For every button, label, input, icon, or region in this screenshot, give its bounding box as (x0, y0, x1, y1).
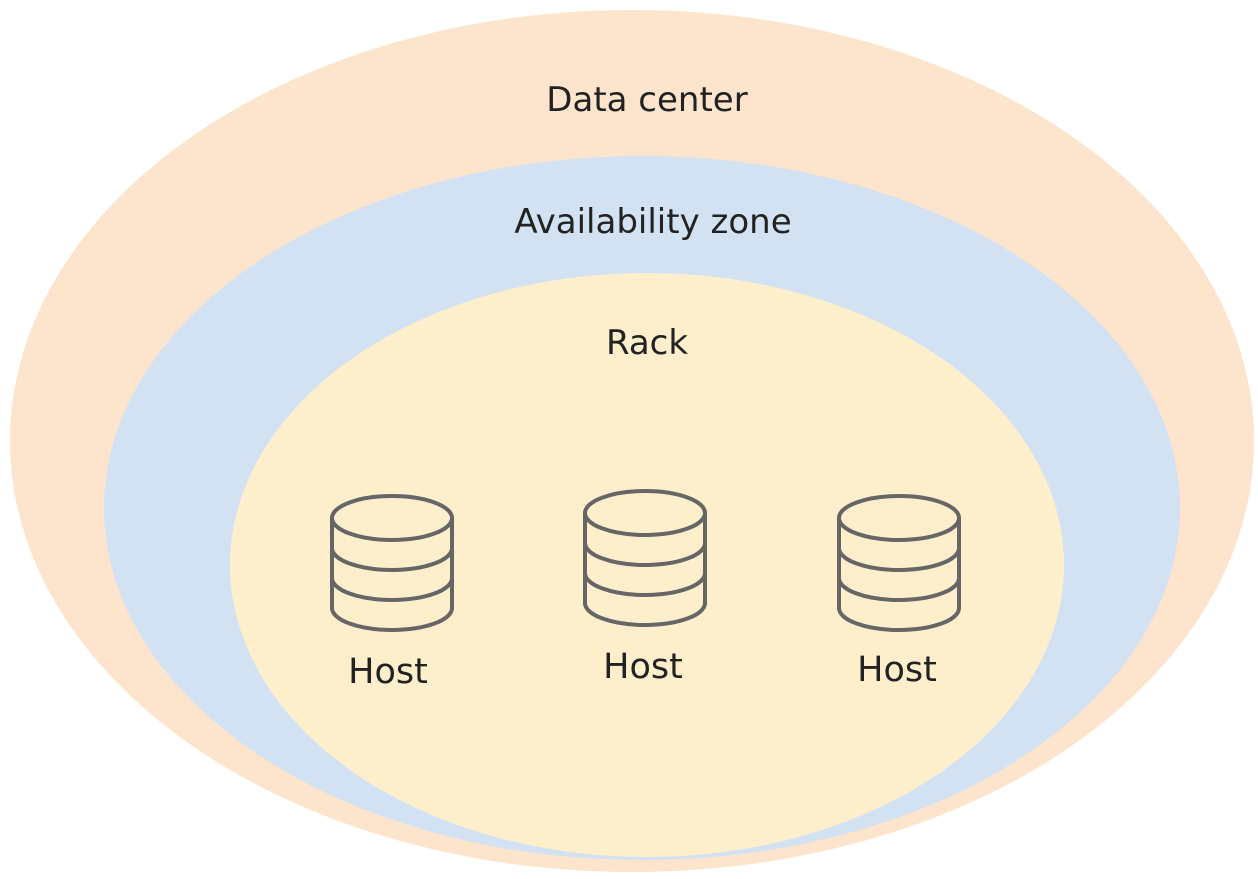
rack-label: Rack (606, 323, 688, 363)
availability-zone-label: Availability zone (514, 202, 791, 242)
host-1 (330, 494, 454, 632)
host-label-1: Host (348, 652, 428, 692)
database-icon (583, 489, 707, 627)
host-label-3: Host (857, 650, 937, 690)
data-center-label: Data center (546, 80, 747, 120)
database-icon (330, 494, 454, 632)
host-2 (583, 489, 707, 627)
host-label-2: Host (603, 647, 683, 687)
host-3 (837, 494, 961, 632)
database-icon (837, 494, 961, 632)
